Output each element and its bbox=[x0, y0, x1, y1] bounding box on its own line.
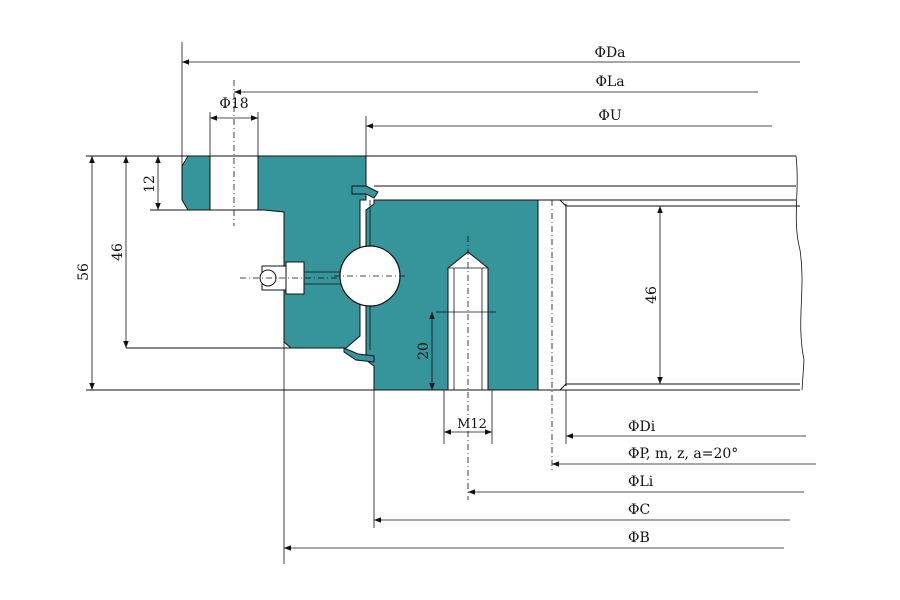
top-seal bbox=[351, 185, 379, 199]
bottom-seal bbox=[343, 347, 375, 363]
label-Da: ΦDa bbox=[594, 45, 625, 61]
adjacent-structure bbox=[366, 155, 805, 470]
dim-flange: 12 bbox=[142, 175, 158, 193]
label-La: ΦLa bbox=[595, 74, 624, 90]
dim-inner-height: 46 bbox=[644, 286, 660, 304]
label-Di: ΦDi bbox=[628, 419, 656, 435]
dim-total-height: 56 bbox=[76, 263, 92, 281]
grease-nipple bbox=[240, 261, 340, 295]
label-Li: ΦLi bbox=[628, 474, 654, 490]
threaded-hole bbox=[447, 251, 489, 391]
dim-hole-diameter: Φ18 bbox=[219, 96, 248, 112]
dim-thread-depth: 20 bbox=[416, 342, 432, 360]
dim-outer-height: 46 bbox=[110, 243, 126, 261]
label-P: ΦP, m, z, a=20° bbox=[628, 446, 738, 462]
label-C: ΦC bbox=[628, 502, 650, 518]
dim-thread: M12 bbox=[457, 417, 487, 432]
label-U: ΦU bbox=[598, 108, 621, 124]
label-B: ΦB bbox=[628, 530, 650, 546]
